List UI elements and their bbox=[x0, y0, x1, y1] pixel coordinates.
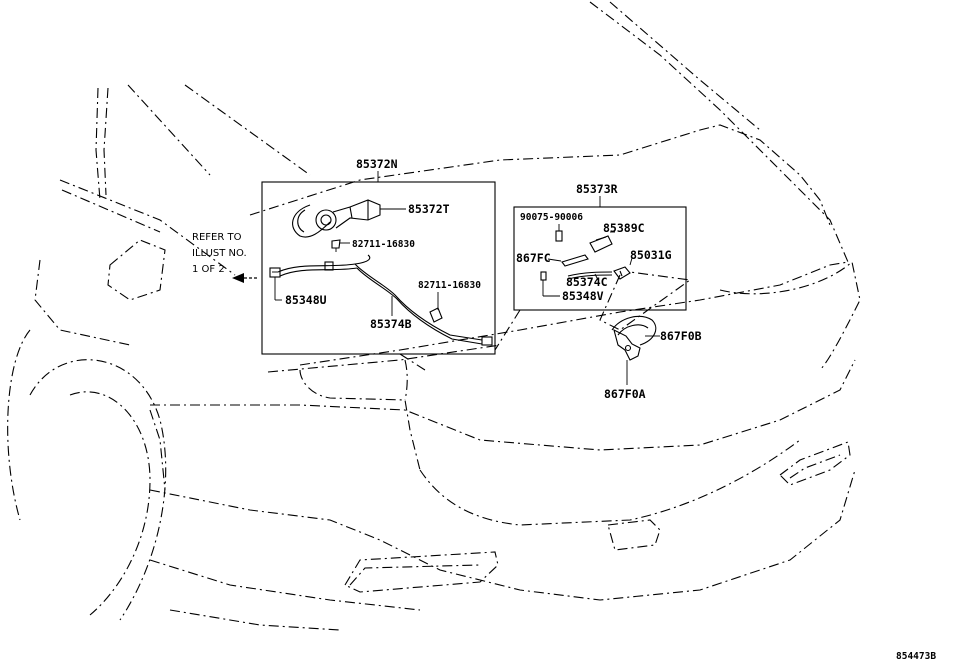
bracket-867FC-drawing bbox=[561, 254, 589, 267]
callout-867FC: 867FC bbox=[516, 251, 551, 265]
grommet-85348V-drawing bbox=[540, 271, 547, 281]
clip-82711-drawing-a bbox=[331, 239, 341, 252]
callout-85348U: 85348U bbox=[285, 293, 327, 307]
callout-867F0B: 867F0B bbox=[660, 329, 702, 343]
refer-note-line3: 1 OF 2 bbox=[192, 264, 225, 275]
refer-arrow-icon bbox=[232, 273, 258, 283]
assembly-box-85372N bbox=[261, 181, 496, 355]
wire-harness-85374B-drawing bbox=[277, 254, 493, 346]
socket-bulb-85372T-drawing bbox=[292, 199, 381, 238]
callout-867F0A: 867F0A bbox=[604, 387, 646, 401]
screw-90075-drawing bbox=[555, 224, 563, 242]
refer-note-line2: ILLUST NO. bbox=[192, 248, 247, 259]
callout-85373R: 85373R bbox=[576, 182, 618, 196]
bracket-867F0A-drawing bbox=[613, 328, 641, 361]
vehicle-body-outline bbox=[7, 1, 861, 631]
callout-82711-16830-a: 82711-16830 bbox=[352, 239, 415, 250]
callout-85374B: 85374B bbox=[370, 317, 412, 331]
callout-85389C: 85389C bbox=[603, 221, 645, 235]
connector-85031G-drawing bbox=[613, 266, 631, 280]
callout-90075-90006: 90075-90006 bbox=[520, 212, 583, 223]
refer-note-line1: REFER TO bbox=[192, 232, 242, 243]
callout-85348V: 85348V bbox=[562, 289, 604, 303]
diagram-id: 854473B bbox=[896, 651, 936, 662]
grommet-85348U-drawing bbox=[269, 267, 281, 278]
callout-85372T: 85372T bbox=[408, 202, 450, 216]
callout-82711-16830-b: 82711-16830 bbox=[418, 280, 481, 291]
callout-85374C: 85374C bbox=[566, 275, 608, 289]
callout-85372N: 85372N bbox=[356, 157, 398, 171]
lamp-unit-85389C-drawing bbox=[589, 235, 613, 253]
callout-85031G: 85031G bbox=[630, 248, 672, 262]
wire-85374C-drawing bbox=[567, 271, 613, 280]
